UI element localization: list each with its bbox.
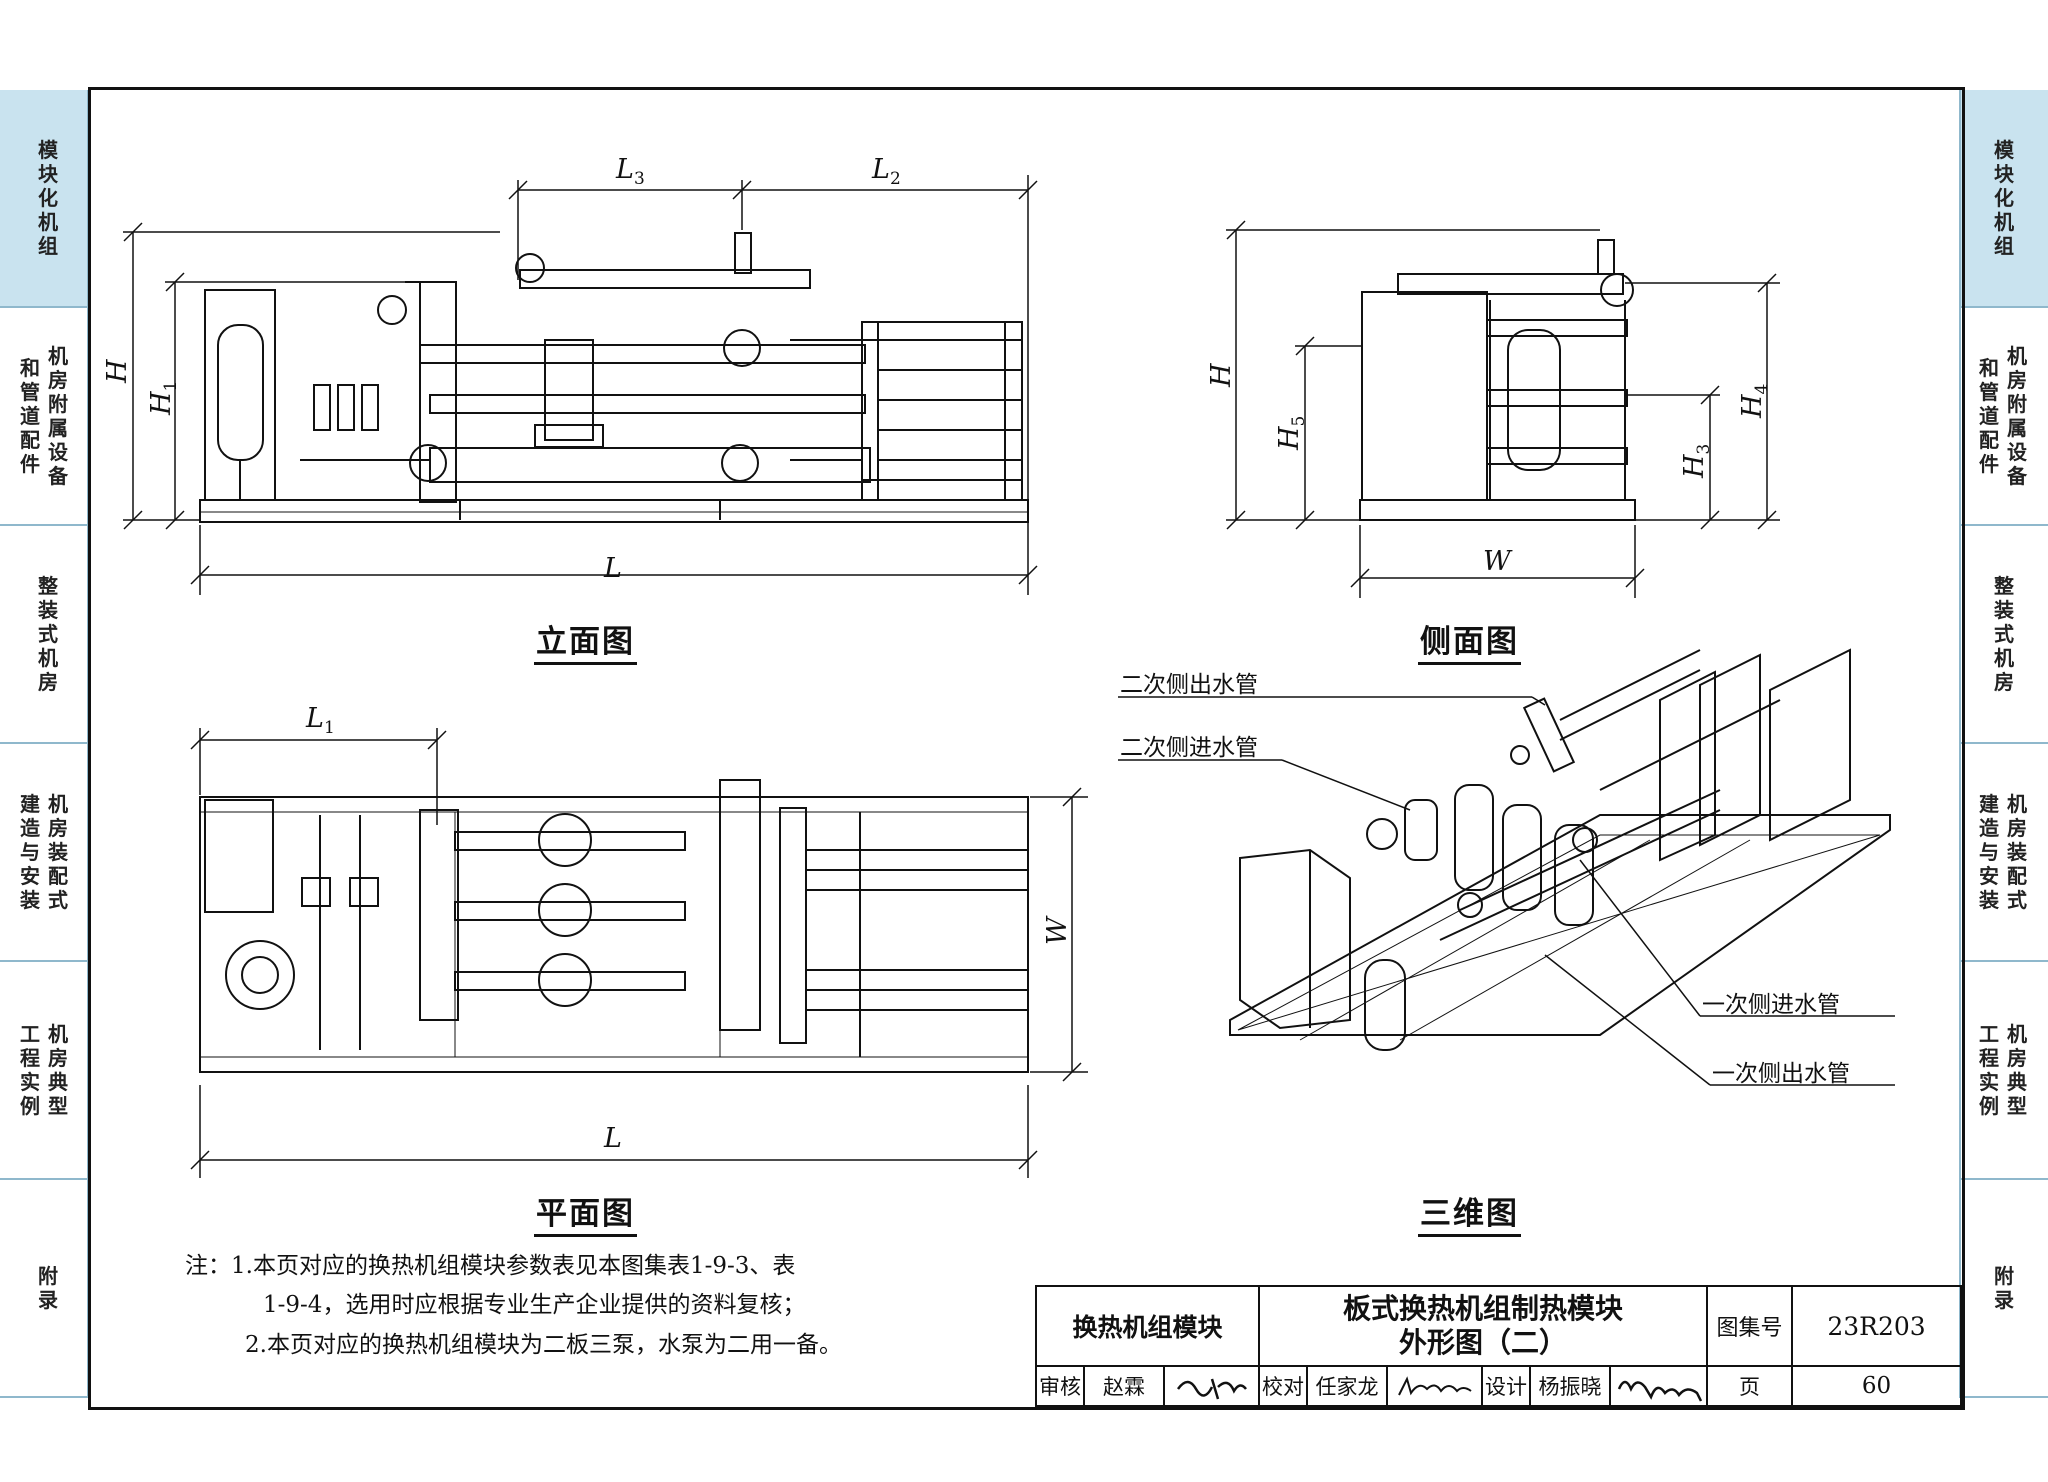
check-label-cell: 校对 bbox=[1258, 1365, 1308, 1407]
tab-label: 机房附属设备和管道配件 bbox=[20, 344, 68, 488]
side-view-dimension-labels: W H H5 H3 H4 bbox=[1206, 363, 1772, 577]
dim-W-plan: W bbox=[1042, 915, 1073, 945]
tab-modular-unit[interactable]: 模块化机组 bbox=[1961, 90, 2048, 308]
atlas-number-cell: 23R203 bbox=[1791, 1285, 1962, 1367]
tab-label: 整装式机房 bbox=[1994, 574, 2014, 694]
plan-view-dimension-labels: L L1 W bbox=[305, 703, 1073, 1154]
tab-label: 机房典型工程实例 bbox=[20, 1022, 68, 1118]
review-signature-cell bbox=[1163, 1365, 1260, 1407]
right-tab-column: 模块化机组 机房附属设备和管道配件 整装式机房 机房装配式建造与安装 机房典型工… bbox=[1959, 90, 2048, 1398]
note-line-1: 注：1.本页对应的换热机组模块参数表见本图集表1-9-3、表 bbox=[185, 1253, 796, 1279]
dim-H5: H5 bbox=[1274, 416, 1309, 451]
check-name-cell: 任家龙 bbox=[1306, 1365, 1388, 1407]
tab-label: 机房典型工程实例 bbox=[1979, 1022, 2027, 1118]
elevation-dimensions bbox=[123, 175, 1038, 595]
dim-L2: L2 bbox=[871, 154, 901, 189]
design-signature-cell bbox=[1609, 1365, 1708, 1407]
atlas-label-cell: 图集号 bbox=[1706, 1285, 1793, 1367]
review-signature bbox=[1176, 1378, 1247, 1400]
dim-L3: L3 bbox=[615, 154, 645, 189]
caption-side-view: 侧面图 bbox=[1418, 624, 1521, 665]
tab-label: 附录 bbox=[38, 1264, 58, 1312]
check-signature bbox=[1397, 1376, 1472, 1396]
title-line-2: 外形图（二） bbox=[1398, 1326, 1567, 1359]
tab-label: 附录 bbox=[1994, 1264, 2014, 1312]
dim-H1: H1 bbox=[146, 381, 181, 416]
dim-H-elevation: H bbox=[102, 359, 133, 384]
plan-view-dimensions bbox=[190, 728, 1088, 1178]
three-d-leaders bbox=[1118, 696, 1895, 1086]
review-label: 审核 bbox=[1039, 1375, 1081, 1399]
page-number-cell: 60 bbox=[1791, 1365, 1962, 1407]
design-label: 设计 bbox=[1485, 1375, 1527, 1399]
tab-prefab-construction[interactable]: 机房装配式建造与安装 bbox=[0, 744, 87, 962]
page-number: 60 bbox=[1861, 1373, 1892, 1399]
note-line-2: 1-9-4，选用时应根据专业生产企业提供的资料复核； bbox=[263, 1292, 806, 1318]
label-primary-inlet-pipe: 一次侧进水管 bbox=[1702, 992, 1840, 1018]
tab-label: 模块化机组 bbox=[1994, 138, 2014, 258]
tab-label: 模块化机组 bbox=[38, 138, 58, 258]
dim-W-side: W bbox=[1483, 546, 1513, 577]
tab-case-studies[interactable]: 机房典型工程实例 bbox=[0, 962, 87, 1180]
tab-auxiliary-equipment[interactable]: 机房附属设备和管道配件 bbox=[1961, 308, 2048, 526]
left-tab-column: 模块化机组 机房附属设备和管道配件 整装式机房 机房装配式建造与安装 机房典型工… bbox=[0, 90, 89, 1398]
caption-three-d-view: 三维图 bbox=[1418, 1196, 1521, 1237]
tab-case-studies[interactable]: 机房典型工程实例 bbox=[1961, 962, 2048, 1180]
dim-H3: H3 bbox=[1679, 444, 1714, 479]
three-d-drawing bbox=[1229, 648, 1891, 1051]
tab-packaged-room[interactable]: 整装式机房 bbox=[0, 526, 87, 744]
dim-L1: L1 bbox=[305, 703, 335, 738]
title-module-name: 换热机组模块 bbox=[1035, 1285, 1260, 1367]
dim-L-elevation: L bbox=[603, 553, 622, 584]
title-drawing-name: 板式换热机组制热模块 外形图（二） bbox=[1258, 1285, 1708, 1367]
elevation-drawing bbox=[199, 232, 1029, 523]
design-name: 杨振晓 bbox=[1538, 1375, 1602, 1399]
tab-appendix[interactable]: 附录 bbox=[1961, 1180, 2048, 1398]
dim-H-side: H bbox=[1206, 363, 1237, 388]
plan-view-drawing bbox=[199, 779, 1029, 1073]
title-line-1: 板式换热机组制热模块 bbox=[1342, 1292, 1623, 1325]
page-label-cell: 页 bbox=[1706, 1365, 1793, 1407]
tab-prefab-construction[interactable]: 机房装配式建造与安装 bbox=[1961, 744, 2048, 962]
side-view-dimensions bbox=[1226, 220, 1780, 598]
design-label-cell: 设计 bbox=[1481, 1365, 1531, 1407]
tab-appendix[interactable]: 附录 bbox=[0, 1180, 87, 1398]
page-label: 页 bbox=[1739, 1375, 1760, 1399]
dim-H4: H4 bbox=[1737, 384, 1772, 419]
drawing-frame bbox=[88, 87, 1965, 1410]
design-signature bbox=[1617, 1380, 1702, 1402]
module-name-text: 换热机组模块 bbox=[1072, 1313, 1223, 1342]
tab-label: 机房附属设备和管道配件 bbox=[1979, 344, 2027, 488]
review-name-cell: 赵霖 bbox=[1083, 1365, 1165, 1407]
design-name-cell: 杨振晓 bbox=[1529, 1365, 1611, 1407]
tab-label: 机房装配式建造与安装 bbox=[1979, 792, 2027, 912]
atlas-label: 图集号 bbox=[1716, 1316, 1783, 1341]
review-name: 赵霖 bbox=[1103, 1375, 1145, 1399]
tab-packaged-room[interactable]: 整装式机房 bbox=[1961, 526, 2048, 744]
check-signature-cell bbox=[1386, 1365, 1483, 1407]
check-name: 任家龙 bbox=[1315, 1375, 1379, 1399]
label-secondary-outlet-pipe: 二次侧出水管 bbox=[1120, 672, 1258, 698]
caption-plan-view: 平面图 bbox=[534, 1196, 637, 1237]
title-block: 换热机组模块 板式换热机组制热模块 外形图（二） 图集号 23R203 审核 赵… bbox=[1035, 1285, 1962, 1407]
elevation-dimension-labels: L L3 L2 H H1 bbox=[102, 154, 901, 584]
tab-auxiliary-equipment[interactable]: 机房附属设备和管道配件 bbox=[0, 308, 87, 526]
dim-L-plan: L bbox=[603, 1123, 622, 1154]
check-label: 校对 bbox=[1262, 1375, 1304, 1399]
note-line-3: 2.本页对应的换热机组模块为二板三泵，水泵为二用一备。 bbox=[245, 1332, 842, 1358]
review-label-cell: 审核 bbox=[1035, 1365, 1085, 1407]
caption-elevation: 立面图 bbox=[534, 624, 637, 665]
label-secondary-inlet-pipe: 二次侧进水管 bbox=[1120, 735, 1258, 761]
tab-label: 机房装配式建造与安装 bbox=[20, 792, 68, 912]
atlas-number: 23R203 bbox=[1827, 1311, 1926, 1341]
side-view-drawing bbox=[1359, 239, 1636, 521]
tab-label: 整装式机房 bbox=[38, 574, 58, 694]
label-primary-outlet-pipe: 一次侧出水管 bbox=[1712, 1061, 1850, 1087]
tab-modular-unit[interactable]: 模块化机组 bbox=[0, 90, 87, 308]
